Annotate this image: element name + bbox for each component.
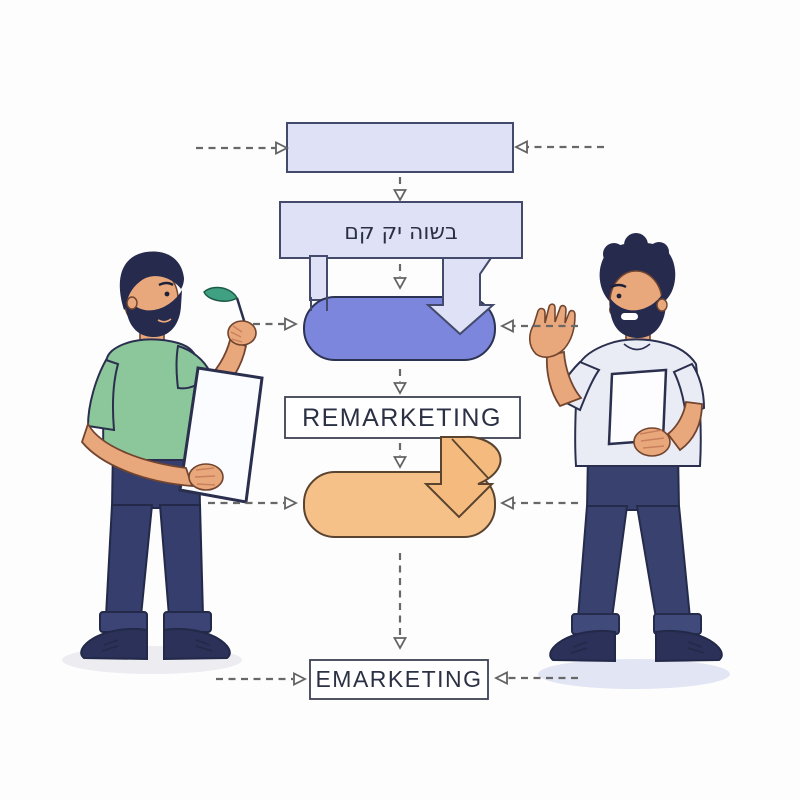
right-person-open-hand (528, 303, 576, 358)
smile-teeth (621, 313, 638, 320)
funnel-down-arrow-icon (425, 257, 496, 336)
right-person-lower-arm (666, 400, 703, 452)
arrowhead-right-icon (275, 141, 290, 155)
beard (125, 290, 182, 338)
eye (164, 291, 170, 297)
hair (119, 251, 184, 310)
right-person-shadow (538, 659, 730, 689)
right-person-extended-arm (545, 350, 583, 408)
left-person-head (119, 251, 184, 338)
arrowhead-down-icon (392, 456, 408, 469)
dashed-connectors (196, 145, 604, 681)
prong-overlap-lines (310, 297, 328, 311)
remarketing-label: REMARKETING (302, 404, 502, 432)
right-person (528, 233, 723, 663)
arrowhead-down-icon (392, 189, 408, 202)
left-person (80, 251, 264, 661)
arrowhead-down-icon (392, 382, 408, 395)
ear (126, 296, 138, 310)
right-person-legs (549, 451, 723, 663)
arrowhead-right-icon (284, 496, 299, 510)
arrowhead-left-icon (499, 319, 514, 333)
arrowhead-down-icon (392, 277, 408, 290)
right-person-shoe (655, 629, 723, 663)
mouth (157, 318, 172, 323)
collar (623, 343, 651, 351)
arrowhead-down-icon (392, 637, 408, 650)
hair-front (606, 244, 669, 280)
remarketing-box (284, 396, 521, 439)
arrowhead-right-icon (293, 672, 308, 686)
left-person-lower-arm (80, 421, 194, 488)
eye (616, 293, 622, 299)
leaf-icon (203, 286, 239, 302)
process-box-label: בשוה יק קם (344, 220, 457, 245)
right-person-head (599, 233, 676, 338)
emarketing-label: EMARKETING (315, 666, 482, 692)
left-person-sleeve (86, 358, 120, 432)
eyebrow (158, 281, 174, 287)
arrowhead-left-icon (499, 496, 514, 510)
orange-arrow-fold-line (451, 438, 490, 480)
left-person-shoe (163, 627, 231, 661)
right-person-shoe (549, 629, 616, 663)
top-flow-box (286, 122, 514, 173)
ear (656, 298, 668, 312)
emarketing-box (309, 659, 489, 700)
arrowhead-right-icon (284, 317, 299, 331)
process-box-left-prong (309, 255, 328, 301)
arrowhead-left-icon (493, 671, 508, 685)
beard (609, 288, 666, 338)
arrowheads (275, 140, 528, 686)
process-flow-box (279, 201, 523, 259)
eyebrow (610, 283, 627, 289)
right-person-hand (633, 427, 671, 457)
left-person-shoe (80, 627, 148, 661)
orange-down-arrow-icon (423, 435, 502, 519)
arrowhead-left-icon (513, 140, 528, 154)
